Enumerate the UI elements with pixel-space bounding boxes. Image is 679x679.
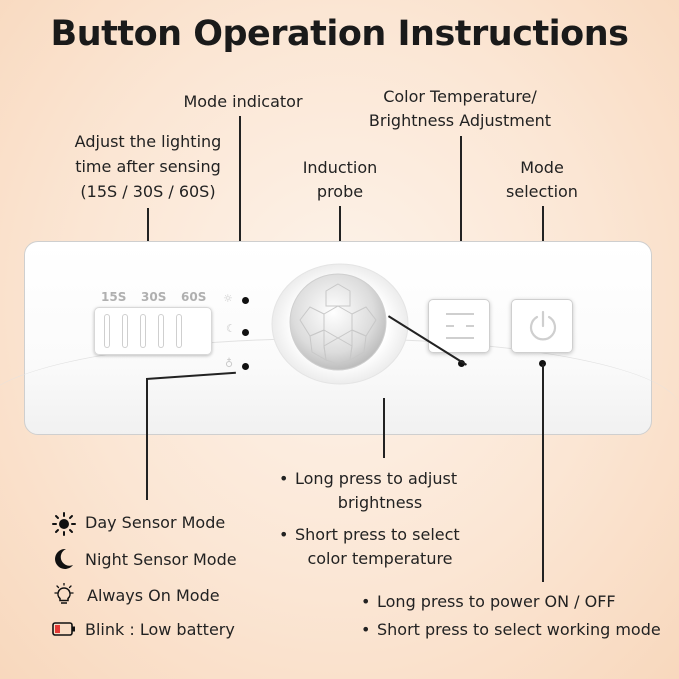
mode-selection-label-line1: Mode <box>520 158 564 177</box>
legend-always-on-text: Always On Mode <box>87 586 220 605</box>
color-temp-note-line2: brightness <box>337 493 423 512</box>
power-note-line2: Short press to select working mode <box>377 620 661 639</box>
color-temp-note-line1: Long press to adjust <box>295 469 458 488</box>
moon-icon: ☾ <box>226 322 236 335</box>
bulb-icon: ♁ <box>225 357 234 370</box>
slider-tick-30s: 30S <box>141 290 167 304</box>
color-temp-label-line2: Brightness Adjustment <box>368 111 552 130</box>
indicator-dot-night <box>242 329 249 336</box>
indicator-dot-day <box>242 297 249 304</box>
slider-grip <box>104 314 110 348</box>
low-battery-icon <box>52 622 75 636</box>
slider-tick-15s: 15S <box>101 290 127 304</box>
power-note-line1: Long press to power ON / OFF <box>377 592 616 611</box>
indicator-dot-always-on <box>242 363 249 370</box>
adjust-label-line2: time after sensing <box>75 157 221 176</box>
legend-low-battery-text: Blink : Low battery <box>85 620 235 639</box>
induction-label-line1: Induction <box>302 158 378 177</box>
color-temp-bottom-dot <box>458 360 465 367</box>
induction-label-line2: probe <box>316 182 364 201</box>
adjust-icon <box>446 313 474 339</box>
slider-grip <box>122 314 128 348</box>
mode-indicator-leader-line <box>239 116 241 284</box>
bullet-dot: • <box>279 469 289 488</box>
legend-day-text: Day Sensor Mode <box>85 513 226 532</box>
sun-icon <box>52 512 76 536</box>
bullet-dot: • <box>361 620 371 639</box>
slider-grip <box>140 314 146 348</box>
color-temp-note-line3: Short press to select <box>295 525 460 544</box>
sun-icon: ☼ <box>223 292 233 305</box>
slider-grip <box>158 314 164 348</box>
moon-icon <box>55 548 73 569</box>
color-temp-bottom-line <box>383 398 385 458</box>
color-temp-leader-line <box>460 136 462 292</box>
power-icon <box>529 310 557 341</box>
color-temp-button[interactable] <box>428 299 490 353</box>
lighting-time-slider[interactable] <box>94 307 212 355</box>
mode-selection-label-line2: selection <box>506 182 578 201</box>
induction-probe <box>271 263 409 385</box>
bullet-dot: • <box>279 525 289 544</box>
mode-bottom-dot <box>539 360 546 367</box>
adjust-label-line1: Adjust the lighting <box>74 132 222 151</box>
mode-bottom-line <box>542 364 544 582</box>
color-temp-note-line4: color temperature <box>307 549 453 568</box>
legend-leader-line <box>146 378 148 500</box>
color-temp-label-line1: Color Temperature/ <box>383 87 537 106</box>
page-title: Button Operation Instructions <box>50 14 629 54</box>
bulb-icon <box>54 583 74 604</box>
slider-grip <box>176 314 182 348</box>
slider-tick-60s: 60S <box>181 290 207 304</box>
adjust-label-line3: (15S / 30S / 60S) <box>80 182 216 201</box>
mode-indicator-label: Mode indicator <box>183 92 303 111</box>
bullet-dot: • <box>361 592 371 611</box>
legend-night-text: Night Sensor Mode <box>85 550 237 569</box>
